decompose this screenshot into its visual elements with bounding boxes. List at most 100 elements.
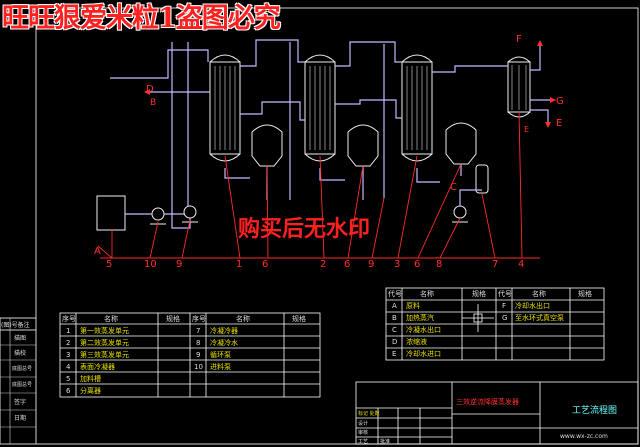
callout-1: 1 (236, 259, 243, 270)
feed-tank (96, 195, 126, 231)
title-block-row-3: 工艺 (358, 439, 369, 445)
evaporator-2 (304, 54, 336, 162)
parts-header-spec-2: 规格 (292, 315, 306, 323)
watermark-top: 旺旺狠爱米粒1盗图必究 (2, 3, 281, 34)
legend-row-a-name: 原料 (406, 302, 420, 310)
callout-3: 3 (394, 259, 401, 270)
legend-row-a-code: A (392, 302, 397, 310)
parts-row-3-name-2: 循环泵 (210, 351, 231, 359)
legend-row-d-name: 浓缩液 (406, 338, 427, 346)
legend-row-g-name: 至水环式真空泵 (515, 314, 564, 322)
parts-header-no-2: 序号 (192, 315, 206, 323)
callout-9: 9 (176, 259, 183, 270)
callout-4: 4 (518, 259, 525, 270)
parts-row-1-name-2: 冷凝冷器 (210, 327, 238, 335)
stream-label-d: D (146, 84, 154, 95)
parts-row-3-name: 第三效蒸发单元 (80, 351, 129, 359)
circulation-pump (183, 205, 197, 219)
stream-label-e: E (556, 118, 563, 129)
surface-condenser (507, 56, 531, 118)
title-block-row-0: 标记 处数 (358, 411, 380, 417)
parts-row-3-no: 3 (66, 351, 71, 359)
feed-pump (151, 207, 165, 221)
legend-row-g-code: G (502, 314, 508, 322)
parts-row-4-no-2: 10 (194, 363, 203, 371)
title-block-drawing-name: 工艺流程图 (572, 406, 618, 416)
parts-row-2-no: 2 (66, 339, 71, 347)
parts-row-4-name: 表面冷凝器 (80, 363, 115, 371)
side-label-2: 描校 (14, 350, 27, 357)
parts-row-6-no: 6 (66, 387, 71, 395)
parts-table-grid (59, 312, 321, 398)
legend-row-e-name: 冷却水进口 (406, 350, 441, 358)
drawing-frame (0, 7, 639, 445)
title-block-row-2: 审核 (358, 430, 369, 436)
title-block-row-4: 批准 (380, 439, 391, 445)
parts-row-2-name: 第二效蒸发单元 (80, 339, 129, 347)
condensate-pump (453, 205, 467, 219)
legend-header-name-2: 名称 (532, 290, 546, 298)
legend-header-code-2: 代号 (498, 290, 512, 298)
legend-row-b-name: 加热蒸汽 (406, 314, 434, 322)
parts-header-name-2: 名称 (236, 315, 250, 323)
callout-10: 10 (144, 259, 157, 270)
callout-8: 8 (436, 259, 443, 270)
parts-row-1-no-2: 7 (196, 327, 201, 335)
callout-2: 2 (320, 259, 327, 270)
side-label-1: 描图 (14, 335, 27, 342)
legend-header-spec: 规格 (472, 290, 486, 298)
title-block-row-1: 设计 (358, 421, 369, 427)
legend-row-c-name: 冷凝水出口 (406, 326, 441, 334)
legend-table-grid (385, 287, 605, 361)
callout-6b: 6 (344, 259, 351, 270)
callout-6a: 6 (262, 259, 269, 270)
stream-label-f: F (516, 34, 522, 45)
title-block-website: www.wx-zc.com (560, 433, 608, 440)
legend-header-code: 代号 (388, 290, 402, 298)
side-label-3: 底图总号 (12, 366, 33, 372)
parts-row-1-name: 第一效蒸发单元 (80, 327, 129, 335)
parts-row-1-no: 1 (66, 327, 71, 335)
legend-row-f-name: 冷却水出口 (515, 302, 550, 310)
parts-row-5-no: 5 (66, 375, 71, 383)
evaporator-1 (209, 54, 241, 162)
side-label-6: 日期 (14, 415, 27, 422)
parts-header-no: 序号 (62, 315, 76, 323)
separator-2 (347, 124, 379, 167)
legend-row-f-code: F (502, 302, 507, 310)
stream-label-c: C (450, 182, 457, 193)
cooler (475, 164, 489, 194)
side-label-5: 签字 (14, 399, 27, 406)
title-block-project: 三效逆流降膜蒸发器 (456, 398, 519, 406)
evaporator-3 (401, 54, 433, 162)
parts-header-spec: 规格 (166, 315, 180, 323)
callout-leaders (97, 111, 540, 259)
parts-header-name: 名称 (104, 315, 118, 323)
title-block-grid (355, 381, 639, 445)
legend-row-c-code: C (392, 326, 397, 334)
stream-label-e-2: E (524, 125, 530, 134)
parts-row-3-no-2: 9 (196, 351, 201, 359)
parts-row-4-no: 4 (66, 363, 71, 371)
legend-row-d-code: D (392, 338, 398, 346)
side-label-4: 底图总号 (12, 382, 33, 388)
separator-1 (251, 124, 283, 167)
parts-row-4-name-2: 进料泵 (210, 363, 231, 371)
watermark-middle: 购买后无水印 (238, 217, 371, 242)
callout-7: 7 (492, 259, 499, 270)
separator-3 (445, 122, 477, 165)
stream-label-a: A (94, 246, 101, 257)
legend-crosshair (462, 304, 494, 332)
side-panel (0, 318, 36, 444)
callout-5: 5 (106, 259, 113, 270)
stream-label-b: B (150, 98, 157, 108)
flow-arrows (144, 40, 556, 128)
side-label-0: (图)号备注 (1, 322, 30, 329)
parts-row-5-name: 加料槽 (80, 375, 101, 383)
parts-row-2-name-2: 冷凝冷水 (210, 339, 238, 347)
callout-9b: 9 (368, 259, 375, 270)
legend-header-name: 名称 (420, 290, 434, 298)
legend-row-b-code: B (392, 314, 397, 322)
parts-row-6-name: 分离器 (80, 387, 101, 395)
